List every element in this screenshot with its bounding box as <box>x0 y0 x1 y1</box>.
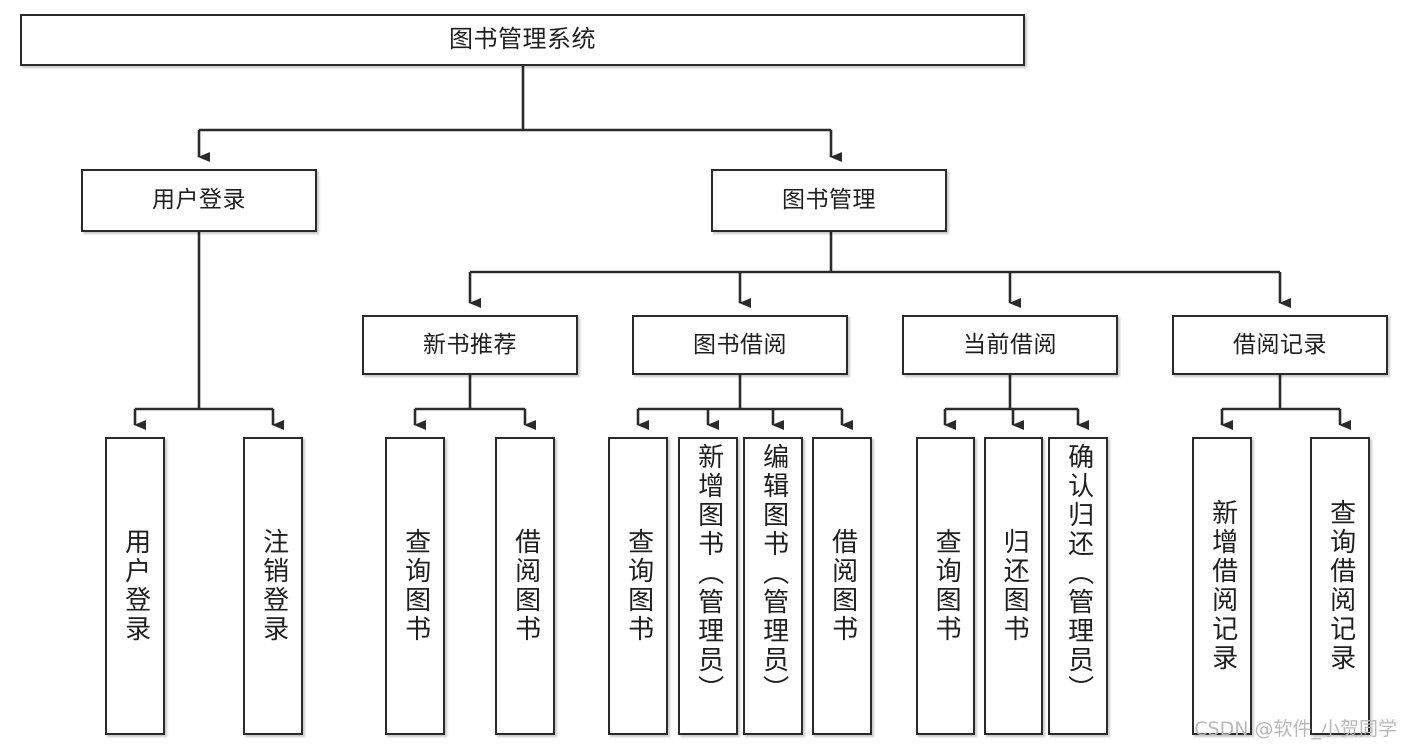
leaf-borrow-book-2-label: 借阅图书 <box>827 528 858 644</box>
leaf-edit-book-label: 编辑图书（管理员） <box>758 443 789 704</box>
leaf-borrow-book-2[interactable]: 借阅图书 <box>812 437 872 735</box>
leaf-query-book-3[interactable]: 查询图书 <box>916 437 975 735</box>
leaf-user-login[interactable]: 用户登录 <box>105 437 165 735</box>
csdn-watermark: CSDN @软件_小贺同学 <box>1194 718 1397 740</box>
leaf-query-record-label: 查询借阅记录 <box>1325 499 1356 673</box>
node-book-borrow[interactable]: 图书借阅 <box>632 315 848 375</box>
leaf-query-book-1[interactable]: 查询图书 <box>385 437 445 735</box>
leaf-borrow-book-1-label: 借阅图书 <box>510 528 541 644</box>
leaf-confirm-return[interactable]: 确认归还（管理员） <box>1048 437 1108 735</box>
node-root-label: 图书管理系统 <box>449 25 596 54</box>
node-book-manage[interactable]: 图书管理 <box>711 169 947 232</box>
leaf-user-logout[interactable]: 注销登录 <box>243 437 303 735</box>
node-borrow-record[interactable]: 借阅记录 <box>1172 315 1388 375</box>
leaf-edit-book[interactable]: 编辑图书（管理员） <box>743 437 803 735</box>
leaf-add-record-label: 新增借阅记录 <box>1207 499 1238 673</box>
leaf-add-book-label: 新增图书（管理员） <box>693 443 724 704</box>
leaf-query-book-2-label: 查询图书 <box>623 528 654 644</box>
node-user-login-label: 用户登录 <box>152 187 246 214</box>
leaf-add-book[interactable]: 新增图书（管理员） <box>678 437 738 735</box>
node-root[interactable]: 图书管理系统 <box>20 14 1025 66</box>
node-new-book-rec[interactable]: 新书推荐 <box>362 315 578 375</box>
leaf-return-book-label: 归还图书 <box>999 528 1030 644</box>
node-new-book-rec-label: 新书推荐 <box>423 331 517 358</box>
leaf-confirm-return-label: 确认归还（管理员） <box>1063 443 1094 704</box>
leaf-user-logout-label: 注销登录 <box>258 528 289 644</box>
leaf-add-record[interactable]: 新增借阅记录 <box>1192 437 1252 735</box>
leaf-user-login-label: 用户登录 <box>120 528 151 644</box>
leaf-return-book[interactable]: 归还图书 <box>984 437 1043 735</box>
node-current-borrow[interactable]: 当前借阅 <box>902 315 1118 375</box>
leaf-query-book-2[interactable]: 查询图书 <box>608 437 668 735</box>
node-book-borrow-label: 图书借阅 <box>693 331 787 358</box>
node-user-login[interactable]: 用户登录 <box>81 169 317 232</box>
leaf-query-record[interactable]: 查询借阅记录 <box>1310 437 1370 735</box>
node-current-borrow-label: 当前借阅 <box>963 331 1057 358</box>
leaf-borrow-book-1[interactable]: 借阅图书 <box>495 437 555 735</box>
leaf-query-book-3-label: 查询图书 <box>931 528 962 644</box>
leaf-query-book-1-label: 查询图书 <box>400 528 431 644</box>
node-borrow-record-label: 借阅记录 <box>1233 331 1327 358</box>
node-book-manage-label: 图书管理 <box>782 187 876 214</box>
